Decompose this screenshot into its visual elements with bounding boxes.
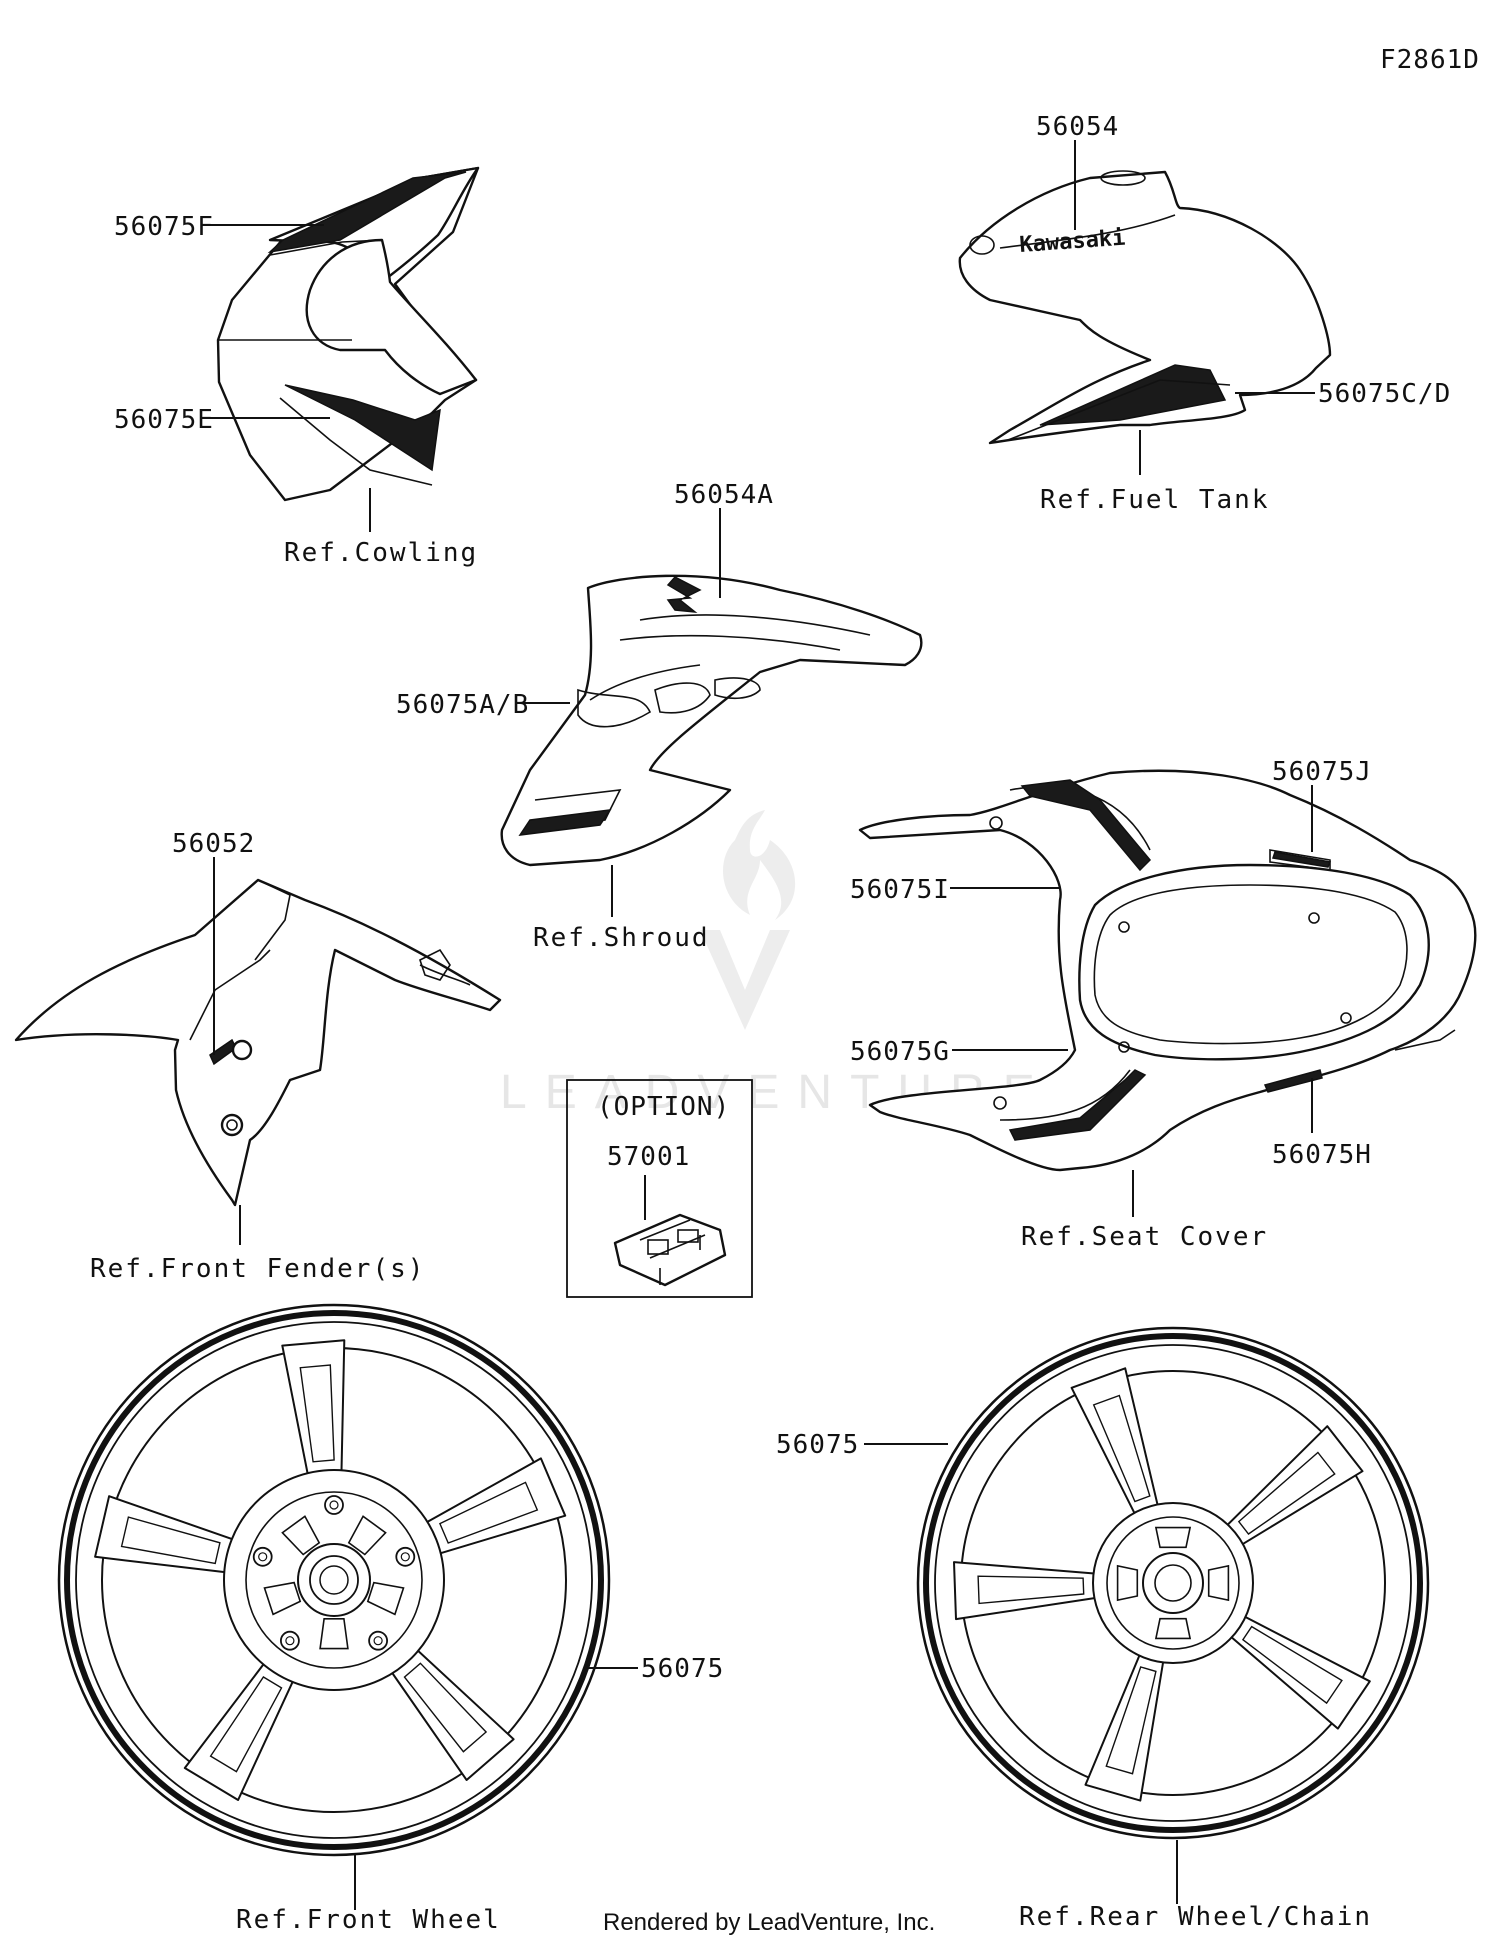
front-wheel-spoke-inner <box>438 1481 539 1544</box>
disc-bolt-center <box>258 1552 268 1562</box>
disc-bolt <box>368 1630 388 1651</box>
ref-front-wheel: Ref.Front Wheel <box>236 1905 501 1935</box>
drawing-code: F2861D <box>1380 45 1480 75</box>
ref-fuel-tank: Ref.Fuel Tank <box>1040 485 1270 515</box>
ref-cowling: Ref.Cowling <box>284 538 478 568</box>
callout-56075J: 56075J <box>1272 757 1372 787</box>
callout-56075E: 56075E <box>114 405 214 435</box>
front-wheel-spoke <box>417 1457 567 1558</box>
rear-wheel-illustration <box>916 1326 1430 1840</box>
disc-bolt-center <box>373 1636 383 1646</box>
callout-56075-front: 56075 <box>641 1654 724 1684</box>
front-wheel-spoke <box>94 1495 243 1575</box>
callout-56052: 56052 <box>172 829 255 859</box>
front-wheel-spoke <box>183 1655 298 1801</box>
rear-wheel-spoke <box>1070 1367 1161 1523</box>
shroud-illustration <box>500 574 923 867</box>
rear-wheel-spoke-inner <box>1092 1394 1151 1503</box>
front-wheel-spoke-inner <box>299 1364 335 1463</box>
hub-cutout <box>263 1581 302 1616</box>
ref-seat-cover: Ref.Seat Cover <box>1021 1222 1268 1252</box>
disc-bolt-center <box>400 1552 410 1562</box>
hub-cutout <box>319 1618 349 1650</box>
front-wheel-spoke-inner <box>120 1516 221 1565</box>
hub-hole <box>1207 1564 1230 1602</box>
rear-wheel-spokes <box>953 1367 1371 1802</box>
footer-credit: Rendered by LeadVenture, Inc. <box>603 1909 935 1936</box>
callout-56054: 56054 <box>1036 112 1119 142</box>
fuel-tank-illustration: Kawasaki <box>958 170 1332 445</box>
front-wheel-spoke-inner <box>209 1676 283 1773</box>
ref-shroud: Ref.Shroud <box>533 923 710 953</box>
rear-wheel-spoke-inner <box>1105 1666 1157 1775</box>
disc-bolt <box>324 1495 344 1515</box>
hub-cutout <box>347 1515 387 1556</box>
front-wheel-illustration <box>57 1303 611 1857</box>
front-wheel-spoke-inner <box>403 1662 488 1753</box>
hub-cutout <box>281 1515 321 1556</box>
hub-hole <box>1154 1526 1192 1549</box>
front-wheel-spokes <box>94 1339 567 1801</box>
disc-bolt <box>252 1546 273 1567</box>
disc-bolt-center <box>285 1636 295 1646</box>
disc-bolt <box>395 1546 416 1567</box>
rear-wheel-spoke-inner <box>977 1575 1085 1605</box>
callout-56075F: 56075F <box>114 212 214 242</box>
part-57001-illustration <box>613 1213 727 1287</box>
hub-cutout <box>366 1581 405 1616</box>
option-box: (OPTION) 57001 <box>566 1079 753 1298</box>
rear-wheel-spoke <box>1219 1425 1364 1551</box>
callout-56054A: 56054A <box>674 480 774 510</box>
ref-front-fender: Ref.Front Fender(s) <box>90 1254 425 1284</box>
callout-56075AB: 56075A/B <box>396 690 529 720</box>
rear-wheel-spoke <box>1223 1611 1371 1730</box>
front-wheel-disc-bolts <box>252 1495 416 1651</box>
front-fender-illustration <box>14 878 502 1207</box>
rear-wheel-hub-holes <box>1116 1526 1230 1640</box>
rear-wheel-spoke-inner <box>1241 1625 1343 1705</box>
cowling-illustration <box>216 166 480 502</box>
ref-rear-wheel: Ref.Rear Wheel/Chain <box>1019 1902 1372 1932</box>
rear-wheel-spoke-inner <box>1237 1451 1336 1535</box>
option-title: (OPTION) <box>597 1092 730 1122</box>
callout-56075H: 56075H <box>1272 1140 1372 1170</box>
disc-bolt-center <box>329 1500 339 1510</box>
disc-bolt <box>280 1630 300 1651</box>
callout-56075-rear: 56075 <box>776 1430 859 1460</box>
rear-wheel-spoke <box>1084 1645 1166 1802</box>
callout-56075G: 56075G <box>850 1037 950 1067</box>
rear-wheel-spoke <box>953 1561 1106 1621</box>
hub-hole <box>1154 1617 1192 1640</box>
option-part-57001: 57001 <box>607 1142 690 1172</box>
callout-56075CD: 56075C/D <box>1318 379 1451 409</box>
seat-cover-illustration <box>858 769 1477 1172</box>
callout-56075I: 56075I <box>850 875 950 905</box>
hub-hole <box>1116 1564 1139 1602</box>
